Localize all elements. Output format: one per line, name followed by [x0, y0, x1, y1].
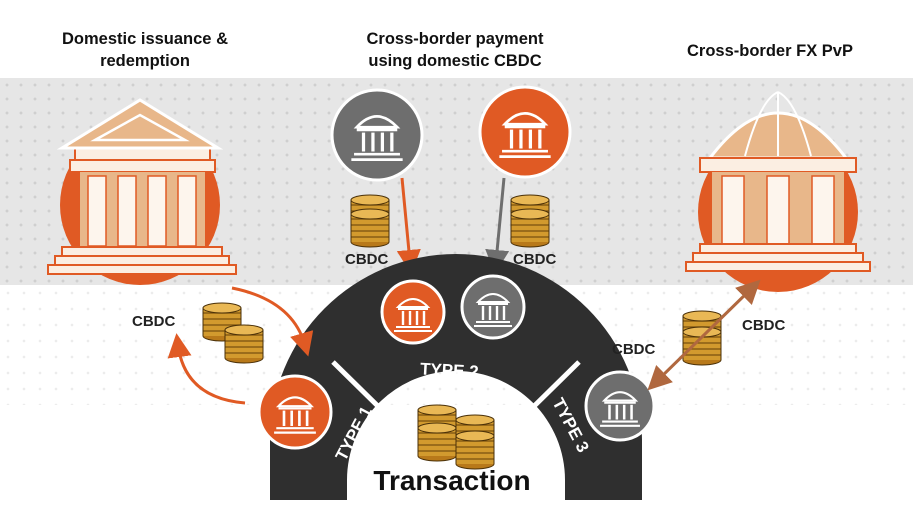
orange-bank-type1-icon	[257, 374, 333, 450]
header-domestic: Domestic issuance & redemption	[30, 28, 260, 72]
gray-bank-top-icon	[330, 88, 424, 182]
cbdc-label-fx-left: CBDC	[612, 341, 655, 358]
cbdc-label-left: CBDC	[132, 313, 175, 330]
header-cross-border: Cross-border payment using domestic CBDC	[330, 28, 580, 72]
central-bank-domestic-icon	[47, 98, 237, 285]
coin-stack-mid-left	[350, 194, 390, 248]
coin-stack-center	[417, 404, 495, 470]
cbdc-label-fx-right: CBDC	[742, 317, 785, 334]
arrow-gray-down	[485, 177, 510, 274]
gray-bank-arch-icon	[460, 274, 526, 340]
transaction-arch	[270, 254, 642, 500]
header-domestic-line2: redemption	[100, 52, 190, 70]
header-cross-border-line1: Cross-border payment	[366, 30, 544, 48]
orange-bank-top-icon	[478, 85, 572, 179]
arrow-orange-down	[396, 177, 421, 274]
header-cross-border-line2: using domestic CBDC	[368, 52, 542, 70]
cbdc-label-mid-right: CBDC	[513, 251, 556, 268]
arrow-fx-bidirectional	[647, 279, 761, 391]
header-fx: Cross-border FX PvP	[655, 40, 885, 62]
coin-stack-left	[202, 302, 264, 364]
gray-bank-type3-icon	[584, 370, 656, 442]
transaction-label: Transaction	[373, 465, 530, 496]
arch-divider-left	[331, 360, 392, 420]
header-domestic-line1: Domestic issuance &	[62, 30, 228, 48]
arrow-redemption	[231, 286, 314, 357]
header-fx-line1: Cross-border FX PvP	[687, 42, 853, 60]
coin-stack-mid-right	[510, 194, 550, 248]
cbdc-label-mid-left: CBDC	[345, 251, 388, 268]
type2-label: TYPE 2	[420, 359, 480, 381]
arrow-issuance	[167, 333, 246, 405]
orange-bank-arch-icon	[380, 279, 446, 345]
central-bank-fx-icon	[685, 91, 871, 292]
arch-divider-right	[520, 360, 581, 420]
